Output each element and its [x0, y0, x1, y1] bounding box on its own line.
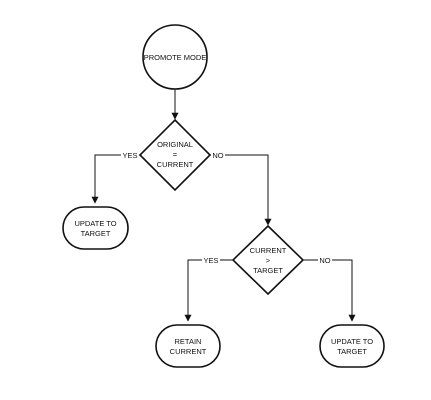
- svg-text:CURRENT: CURRENT: [170, 347, 207, 356]
- svg-text:>: >: [266, 256, 271, 265]
- decision-original-equals-current: ORIGINAL = CURRENT: [138, 118, 212, 192]
- edge-label-original-yes: YES: [121, 150, 139, 160]
- svg-text:TARGET: TARGET: [253, 266, 283, 275]
- update-to-target-right-node: UPDATE TO TARGET: [319, 324, 385, 368]
- svg-text:YES: YES: [203, 256, 218, 265]
- svg-text:NO: NO: [319, 256, 330, 265]
- svg-text:ORIGINAL: ORIGINAL: [157, 140, 193, 149]
- svg-text:YES: YES: [122, 151, 137, 160]
- svg-text:UPDATE TO: UPDATE TO: [74, 219, 116, 228]
- svg-text:CURRENT: CURRENT: [157, 160, 194, 169]
- edge-label-current-yes: YES: [202, 255, 220, 265]
- svg-text:CURRENT: CURRENT: [250, 246, 287, 255]
- svg-text:=: =: [173, 150, 178, 159]
- start-node: PROMOTE MODE: [142, 24, 208, 90]
- svg-text:NO: NO: [212, 151, 223, 160]
- edge-label-current-no: NO: [318, 255, 332, 265]
- svg-text:UPDATE TO: UPDATE TO: [331, 337, 373, 346]
- edge-current-yes: [184, 259, 233, 322]
- update-to-target-left-node: UPDATE TO TARGET: [62, 206, 129, 250]
- svg-text:TARGET: TARGET: [81, 229, 111, 238]
- edge-current-no: [303, 259, 356, 322]
- svg-text:RETAIN: RETAIN: [175, 337, 202, 346]
- decision-current-greater-target: CURRENT > TARGET: [231, 224, 305, 296]
- edge-label-original-no: NO: [211, 150, 225, 160]
- svg-text:PROMOTE MODE: PROMOTE MODE: [144, 53, 207, 62]
- retain-current-node: RETAIN CURRENT: [155, 324, 221, 368]
- svg-text:TARGET: TARGET: [337, 347, 367, 356]
- edge-original-no: [210, 154, 272, 226]
- edge-original-yes: [91, 154, 140, 204]
